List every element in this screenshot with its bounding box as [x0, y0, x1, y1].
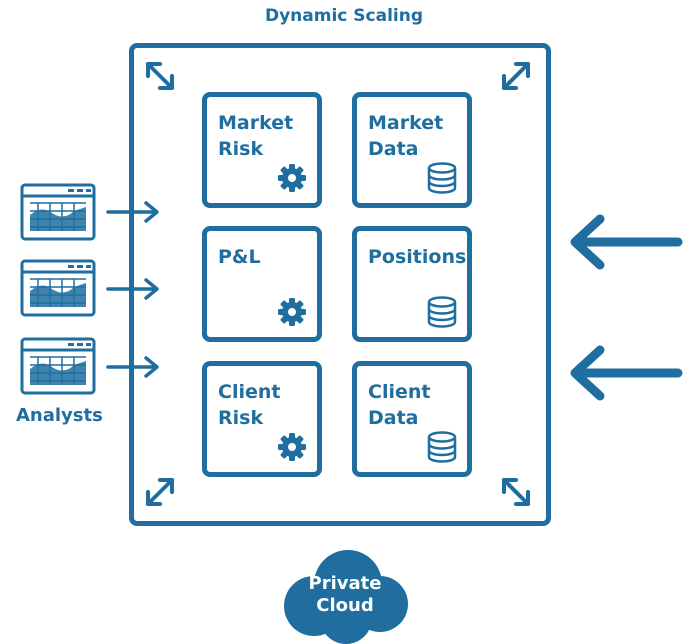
service-label: Client Data — [368, 381, 431, 429]
arrow-left-large-icon — [570, 214, 683, 270]
expand-arrow-bottom-left-icon — [146, 478, 174, 506]
gear-icon — [278, 433, 306, 461]
service-label: Market Risk — [218, 112, 294, 160]
arrow-left-large-icon — [570, 345, 683, 401]
expand-arrow-bottom-right-icon — [502, 478, 530, 506]
gear-icon — [278, 164, 306, 192]
arrow-right-icon — [106, 201, 159, 223]
service-card-client-data: Client Data — [352, 361, 472, 477]
analyst-dashboard-icon — [20, 259, 96, 317]
database-icon — [427, 162, 457, 194]
expand-arrow-top-left-icon — [146, 62, 174, 90]
cloud-icon — [284, 550, 408, 644]
analyst-dashboard-icon — [20, 337, 96, 395]
service-card-market-data: Market Data — [352, 92, 472, 208]
service-card-pnl: P&L — [202, 226, 322, 342]
service-card-positions: Positions — [352, 226, 472, 342]
expand-arrow-top-right-icon — [502, 62, 530, 90]
scaling-frame — [129, 43, 551, 526]
database-icon — [427, 296, 457, 328]
diagram-title: Dynamic Scaling — [264, 6, 424, 26]
service-label: Market Data — [368, 112, 444, 160]
gear-icon — [278, 298, 306, 326]
analyst-dashboard-icon — [20, 183, 96, 241]
service-label: Client Risk — [218, 381, 281, 429]
service-card-market-risk: Market Risk — [202, 92, 322, 208]
analysts-label: Analysts — [16, 405, 103, 426]
arrow-right-icon — [106, 278, 159, 300]
service-card-client-risk: Client Risk — [202, 361, 322, 477]
cloud-label: Private Cloud — [308, 573, 382, 616]
service-label: P&L — [218, 246, 261, 268]
database-icon — [427, 431, 457, 463]
service-label: Positions — [368, 246, 467, 268]
arrow-right-icon — [106, 356, 159, 378]
